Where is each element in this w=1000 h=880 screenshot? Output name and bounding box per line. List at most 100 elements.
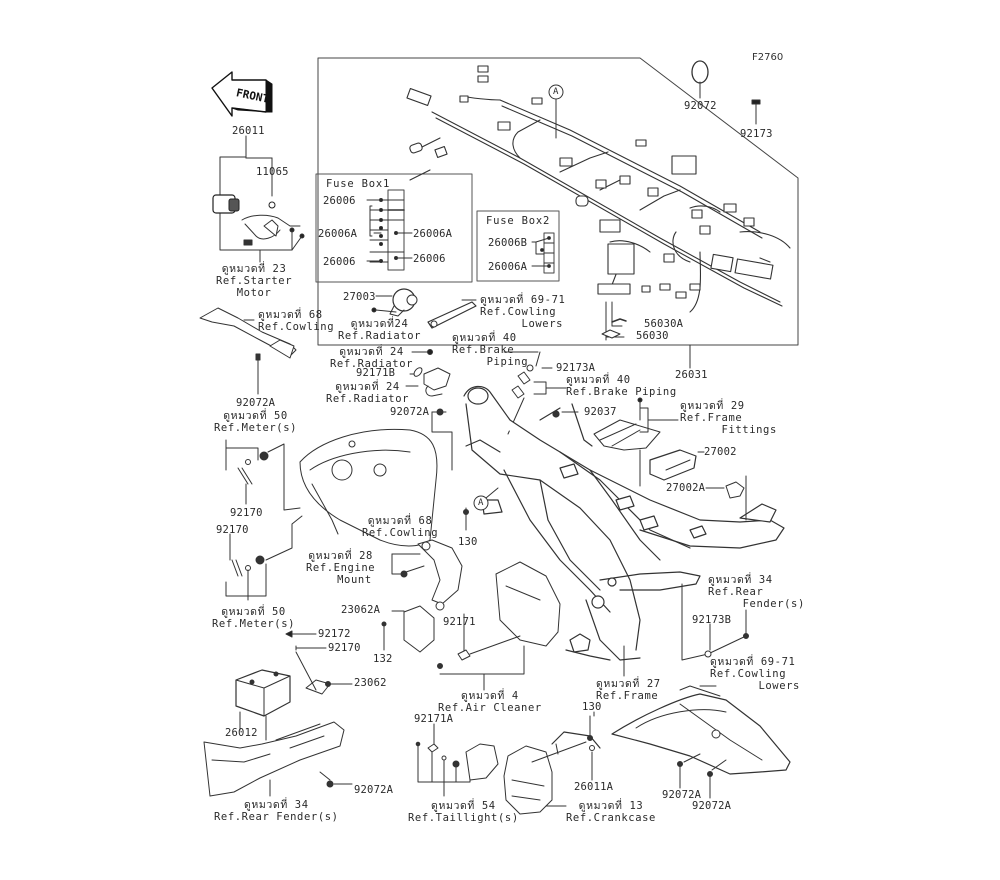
part-number[interactable]: 92173B bbox=[692, 614, 732, 626]
fuse-box-2-label: 26006A bbox=[488, 261, 528, 273]
ref-frame-fittings[interactable]: ดูหมวดที่ 29 Ref.Frame Fittings bbox=[680, 400, 777, 436]
ref-cowling-68[interactable]: ดูหมวดที่ 68 Ref.Cowling bbox=[362, 515, 439, 539]
part-number[interactable]: 92171B bbox=[356, 367, 396, 379]
engine-mount-bracket bbox=[391, 539, 463, 611]
ref-cowling-68[interactable]: ดูหมวดที่ 68 Ref.Cowling bbox=[258, 309, 335, 333]
part-number[interactable]: 26031 bbox=[675, 369, 708, 381]
part-number[interactable]: 56030 bbox=[636, 330, 669, 342]
ref-cowling-lowers[interactable]: ดูหมวดที่ 69-71 Ref.Cowling Lowers bbox=[710, 656, 800, 692]
battery-26012 bbox=[235, 669, 291, 741]
ref-frame-27[interactable]: ดูหมวดที่ 27 Ref.Frame bbox=[596, 678, 661, 702]
part-number[interactable]: 92072A bbox=[692, 800, 732, 812]
ref-crankcase[interactable]: ดูหมวดที่ 13 Ref.Crankcase bbox=[566, 800, 656, 824]
brake-fitting-group bbox=[503, 351, 567, 435]
callout-a-frame bbox=[463, 487, 499, 531]
part-number[interactable]: 26011A bbox=[574, 781, 614, 793]
clip-92173 bbox=[751, 99, 761, 125]
ref-rear-fender[interactable]: ดูหมวดที่ 34 Ref.Rear Fender(s) bbox=[214, 799, 339, 823]
part-number[interactable]: 23062A bbox=[341, 604, 381, 616]
front-arrow-icon: FRONT bbox=[211, 71, 273, 117]
part-number[interactable]: 92170 bbox=[216, 524, 249, 536]
ecu-27002 bbox=[649, 449, 705, 481]
fuse-box-1-title: Fuse Box1 bbox=[326, 178, 391, 190]
part-number[interactable]: 26012 bbox=[225, 727, 258, 739]
callout-a-label: A bbox=[478, 498, 484, 508]
fuse-box-1-diagram bbox=[315, 173, 473, 283]
ref-radiator-24[interactable]: ดูหมวดที่ 24 Ref.Radiator bbox=[330, 346, 414, 370]
wiring-harness-illustration bbox=[406, 65, 791, 313]
ref-radiator-24[interactable]: ดูหมวดที่ 24 Ref.Radiator bbox=[326, 381, 410, 405]
battery-tray bbox=[203, 721, 353, 797]
ref-cowling-lowers[interactable]: ดูหมวดที่ 69-71 Ref.Cowling Lowers bbox=[480, 294, 566, 330]
part-number[interactable]: 130 bbox=[582, 701, 602, 713]
callout-a-top bbox=[548, 84, 564, 139]
frame-fittings-leaders bbox=[431, 408, 579, 471]
meter-fasteners bbox=[225, 439, 303, 601]
part-number[interactable]: 92170 bbox=[230, 507, 263, 519]
fuse-box-1-label: 26006A bbox=[318, 228, 358, 240]
label-tags-group bbox=[601, 301, 627, 341]
ecu-bracket bbox=[593, 397, 679, 487]
part-number[interactable]: 92037 bbox=[584, 406, 617, 418]
part-number[interactable]: 27003 bbox=[343, 291, 376, 303]
sensor-26011A bbox=[531, 715, 601, 781]
part-number[interactable]: 92173 bbox=[740, 128, 773, 140]
ref-radiator-24[interactable]: ดูหมวดที่24 Ref.Radiator bbox=[338, 318, 422, 342]
part-number[interactable]: 92171 bbox=[443, 616, 476, 628]
radiator-cap-group bbox=[405, 349, 451, 397]
part-number[interactable]: 92171A bbox=[414, 713, 454, 725]
part-number[interactable]: 27002A bbox=[666, 482, 706, 494]
taillight-bracket-group bbox=[415, 723, 499, 797]
fuse-box-1-label: 26006 bbox=[323, 195, 356, 207]
part-number[interactable]: 92172 bbox=[318, 628, 351, 640]
part-number[interactable]: 92072A bbox=[236, 397, 276, 409]
part-number[interactable]: 11065 bbox=[256, 166, 289, 178]
fuse-box-1-label: 26006A bbox=[413, 228, 453, 240]
callout-a-label: A bbox=[553, 87, 559, 97]
part-number[interactable]: 92072A bbox=[390, 406, 430, 418]
part-number[interactable]: 92072A bbox=[662, 789, 702, 801]
ref-air-cleaner[interactable]: ดูหมวดที่ 4 Ref.Air Cleaner bbox=[438, 690, 542, 714]
part-number[interactable]: 27002 bbox=[704, 446, 737, 458]
rear-cowling bbox=[611, 685, 791, 775]
rear-fender-leaders bbox=[681, 583, 749, 661]
harness-box-outline bbox=[317, 57, 799, 346]
part-number[interactable]: 132 bbox=[373, 653, 393, 665]
part-number[interactable]: 56030A bbox=[644, 318, 684, 330]
relay-27002A bbox=[705, 475, 747, 521]
horn-27003 bbox=[371, 288, 418, 317]
fuse-box-2-diagram bbox=[476, 210, 560, 282]
fuse-box-2-label: 26006B bbox=[488, 237, 528, 249]
fuse-box-1-label: 26006 bbox=[323, 256, 356, 268]
clamp-92072 bbox=[691, 60, 709, 99]
part-number[interactable]: 92072 bbox=[684, 100, 717, 112]
ref-meter-50[interactable]: ดูหมวดที่ 50 Ref.Meter(s) bbox=[214, 410, 298, 434]
ref-starter-motor[interactable]: ดูหมวดที่ 23 Ref.Starter Motor bbox=[216, 263, 293, 299]
ref-rear-fender[interactable]: ดูหมวดที่ 34 Ref.Rear Fender(s) bbox=[708, 574, 805, 610]
meter-panel bbox=[299, 428, 438, 547]
part-number[interactable]: 130 bbox=[458, 536, 478, 548]
cowling-bracket bbox=[199, 307, 297, 395]
ref-taillight[interactable]: ดูหมวดที่ 54 Ref.Taillight(s) bbox=[408, 800, 519, 824]
ref-brake-piping[interactable]: ดูหมวดที่ 40 Ref.Brake Piping bbox=[452, 332, 529, 368]
figure-code: F2760 bbox=[752, 52, 784, 63]
starter-relay-group bbox=[212, 135, 305, 263]
cowling-stay bbox=[427, 299, 477, 329]
bracket-23062 bbox=[295, 651, 353, 695]
ref-brake-piping[interactable]: ดูหมวดที่ 40 Ref.Brake Piping bbox=[566, 374, 677, 398]
part-number[interactable]: 92170 bbox=[328, 642, 361, 654]
rear-cowling-fasteners bbox=[677, 753, 727, 799]
fastener-leaders bbox=[285, 630, 327, 651]
part-number[interactable]: 92072A bbox=[354, 784, 394, 796]
part-number[interactable]: 26011 bbox=[232, 125, 265, 137]
ref-meter-50[interactable]: ดูหมวดที่ 50 Ref.Meter(s) bbox=[212, 606, 296, 630]
fuse-box-2-title: Fuse Box2 bbox=[486, 215, 551, 227]
ref-engine-mount[interactable]: ดูหมวดที่ 28 Ref.Engine Mount bbox=[306, 550, 376, 586]
air-cleaner-housing bbox=[437, 561, 561, 691]
crankcase-cover bbox=[503, 745, 567, 815]
part-number[interactable]: 23062 bbox=[354, 677, 387, 689]
fuse-box-1-label: 26006 bbox=[413, 253, 446, 265]
part-number[interactable]: 92173A bbox=[556, 362, 596, 374]
